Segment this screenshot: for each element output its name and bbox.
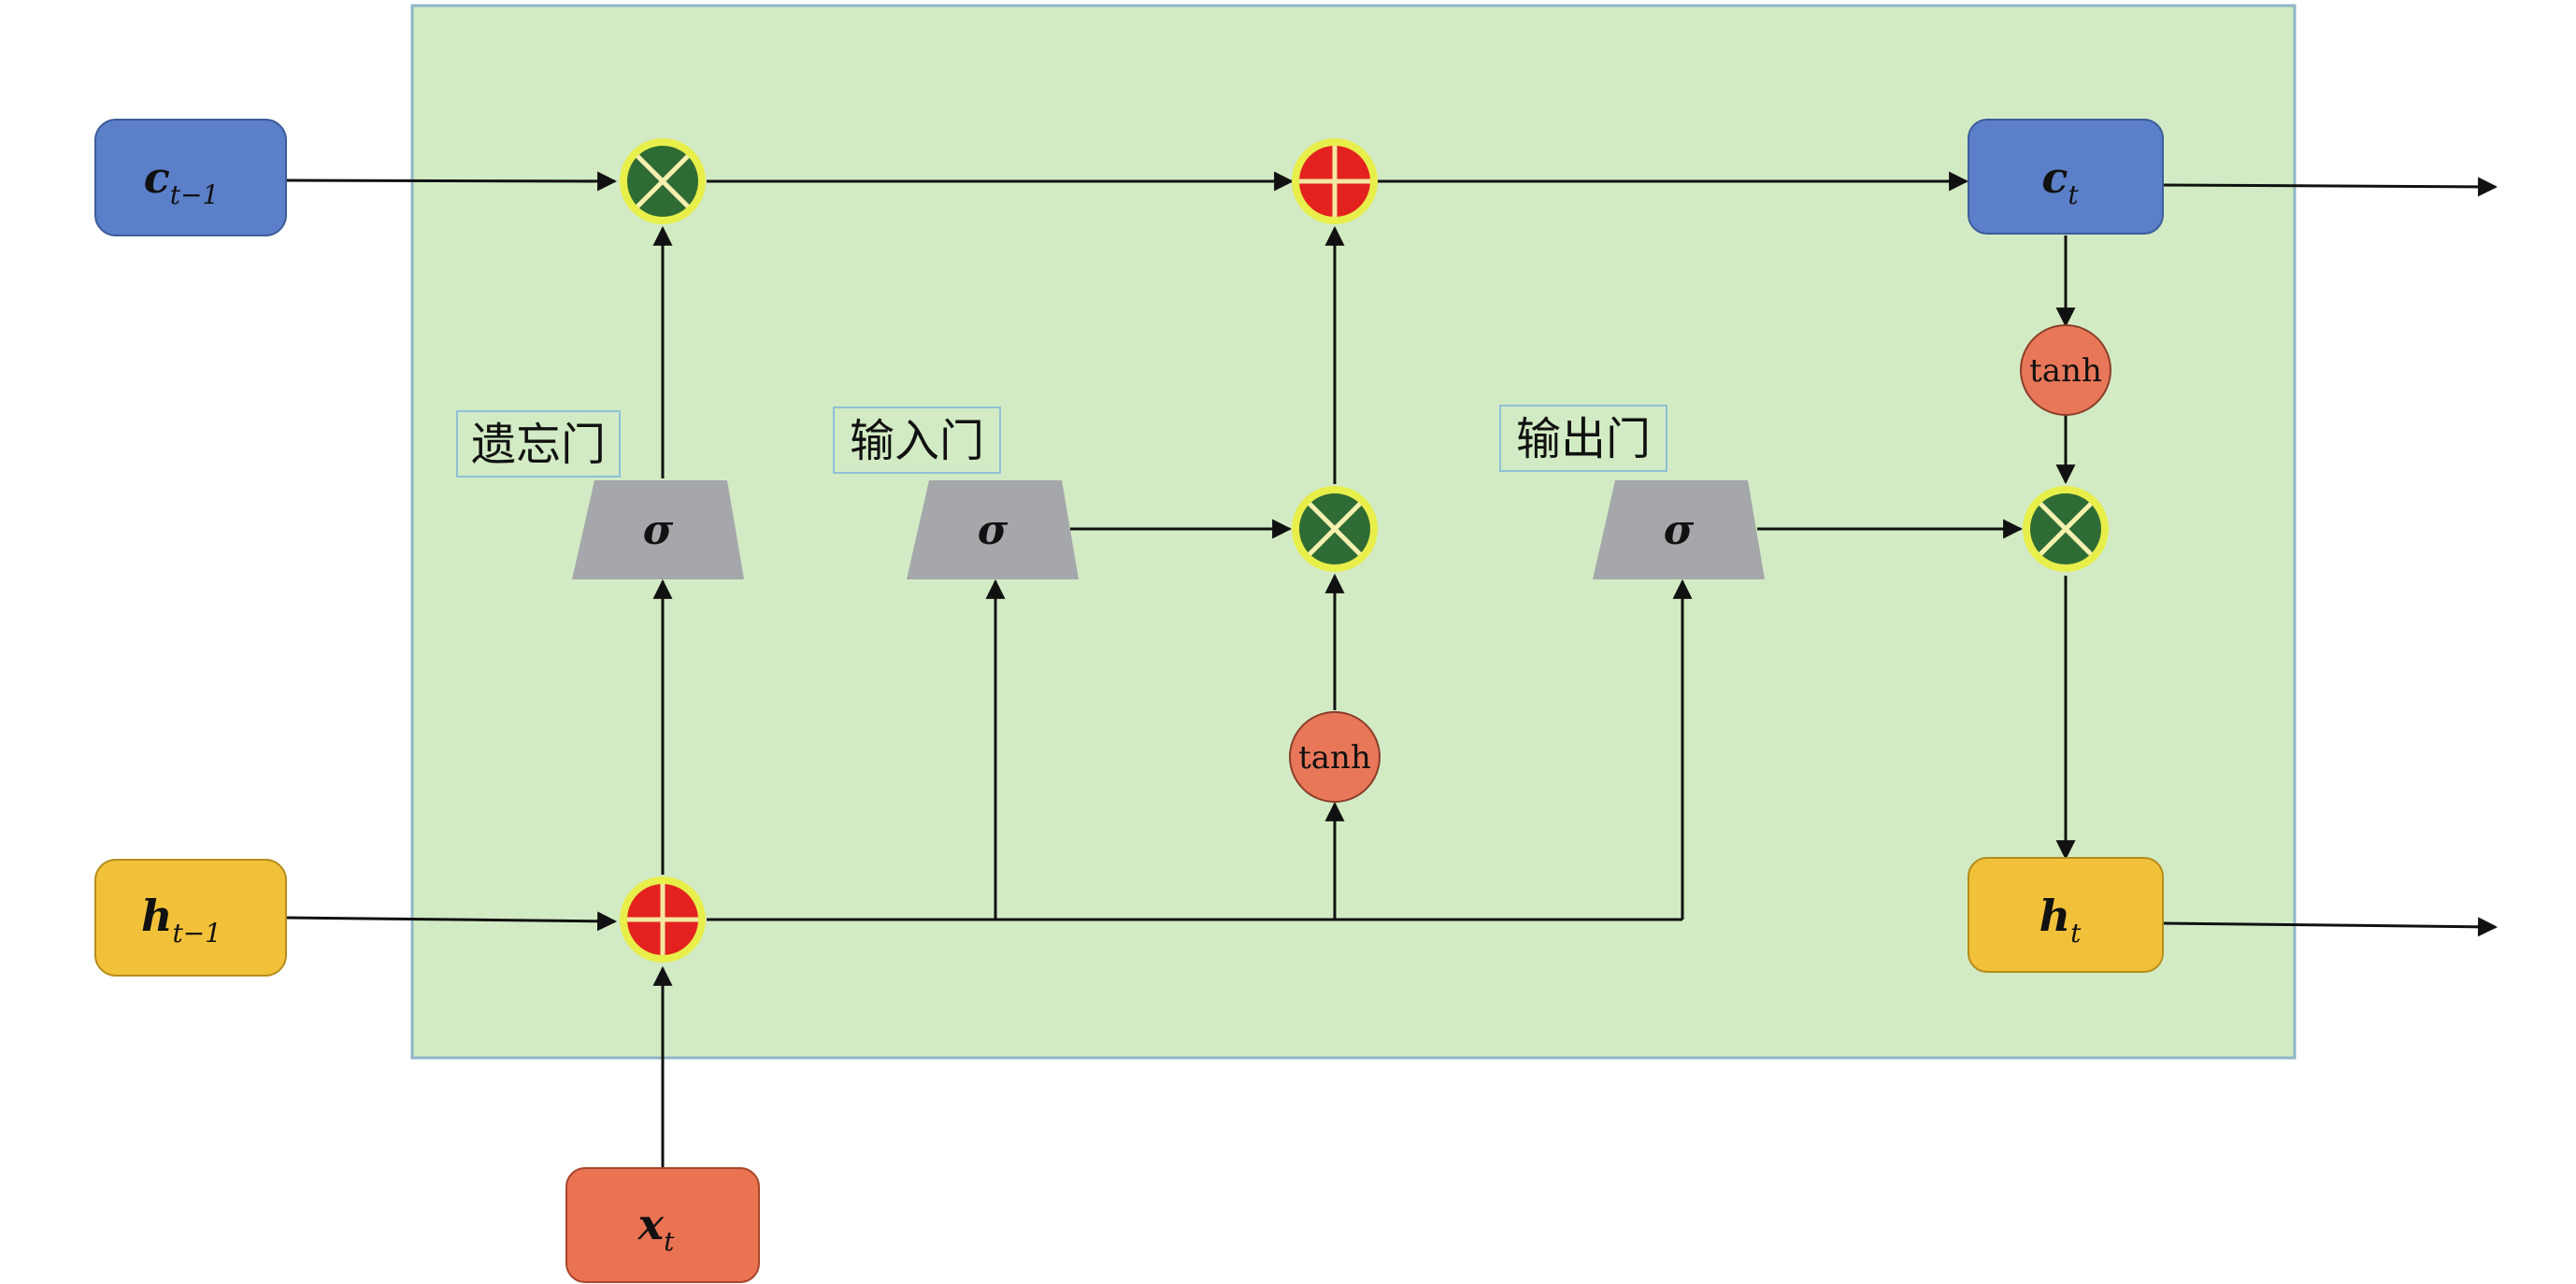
circled-plus-icon (1292, 138, 1378, 224)
h-t-sub: t (2070, 918, 2082, 949)
c-t-box: ct (1968, 119, 2164, 235)
circled-times-icon (620, 138, 706, 224)
x-main: x (637, 1199, 665, 1249)
input-sigmoid-gate: σ (907, 480, 1079, 579)
x-input-box: xt (565, 1167, 760, 1283)
h-t-main: h (2039, 891, 2070, 941)
h-t-box: ht (1968, 857, 2164, 973)
output-sigma-label: σ (1664, 506, 1695, 554)
svg-text:tanh: tanh (1298, 739, 1371, 777)
input-sigma-label: σ (978, 506, 1009, 554)
x-sub: t (664, 1226, 675, 1257)
output-tanh-node: tanh (2020, 324, 2111, 416)
arrow-ct-out (2162, 177, 2498, 197)
svg-text:输入门: 输入门 (850, 415, 984, 467)
svg-text:xt: xt (637, 1199, 675, 1257)
c-prev-main: c (144, 152, 170, 203)
svg-text:ht: ht (2039, 891, 2082, 949)
input-tanh-node: tanh (1289, 711, 1381, 803)
svg-text:tanh: tanh (2029, 352, 2102, 390)
svg-text:ct: ct (2041, 152, 2079, 210)
input-gate-label: 输入门 (833, 407, 1001, 474)
circled-plus-icon (620, 877, 706, 963)
h-prev-box: ht−1 (94, 859, 287, 977)
circled-times-icon (2023, 486, 2109, 572)
circled-times-icon (1292, 486, 1378, 572)
svg-text:输出门: 输出门 (1516, 413, 1651, 465)
forget-sigmoid-gate: σ (572, 480, 744, 579)
h-prev-main: h (141, 891, 172, 941)
arrow-hprev-to-concat (285, 911, 618, 932)
c-prev-box: ct−1 (94, 119, 287, 236)
output-gate-label: 输出门 (1499, 405, 1667, 472)
connections (285, 171, 2498, 1168)
c-t-main: c (2041, 152, 2068, 203)
h-prev-sub: t−1 (172, 918, 222, 949)
arrow-cprev-to-forget-mul (285, 171, 618, 192)
output-sigmoid-gate: σ (1593, 480, 1765, 579)
forget-gate-label: 遗忘门 (456, 410, 621, 478)
forget-sigma-label: σ (643, 506, 674, 554)
svg-text:遗忘门: 遗忘门 (471, 419, 606, 471)
c-prev-sub: t−1 (170, 179, 220, 210)
arrow-ht-out (2162, 917, 2498, 937)
c-t-sub: t (2068, 179, 2079, 210)
svg-text:ct−1: ct−1 (144, 152, 220, 210)
svg-text:ht−1: ht−1 (141, 891, 222, 949)
